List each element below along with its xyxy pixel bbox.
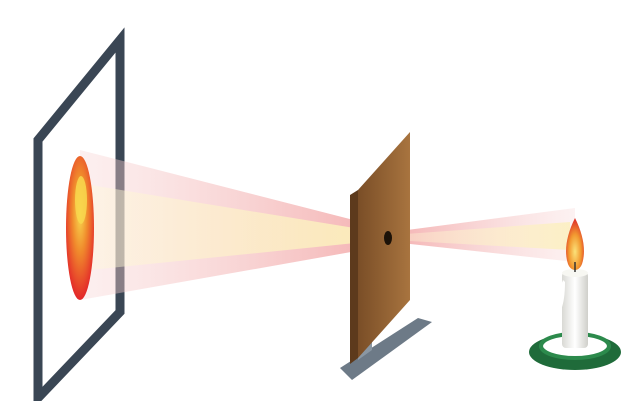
pinhole	[384, 231, 392, 245]
board-side	[350, 190, 358, 364]
pinhole-board	[340, 132, 432, 380]
light-cone-left	[80, 150, 385, 300]
board-face	[358, 132, 410, 358]
light-cone-right	[392, 208, 575, 262]
candle-wax	[562, 272, 588, 348]
inverted-image-icon	[66, 156, 94, 300]
